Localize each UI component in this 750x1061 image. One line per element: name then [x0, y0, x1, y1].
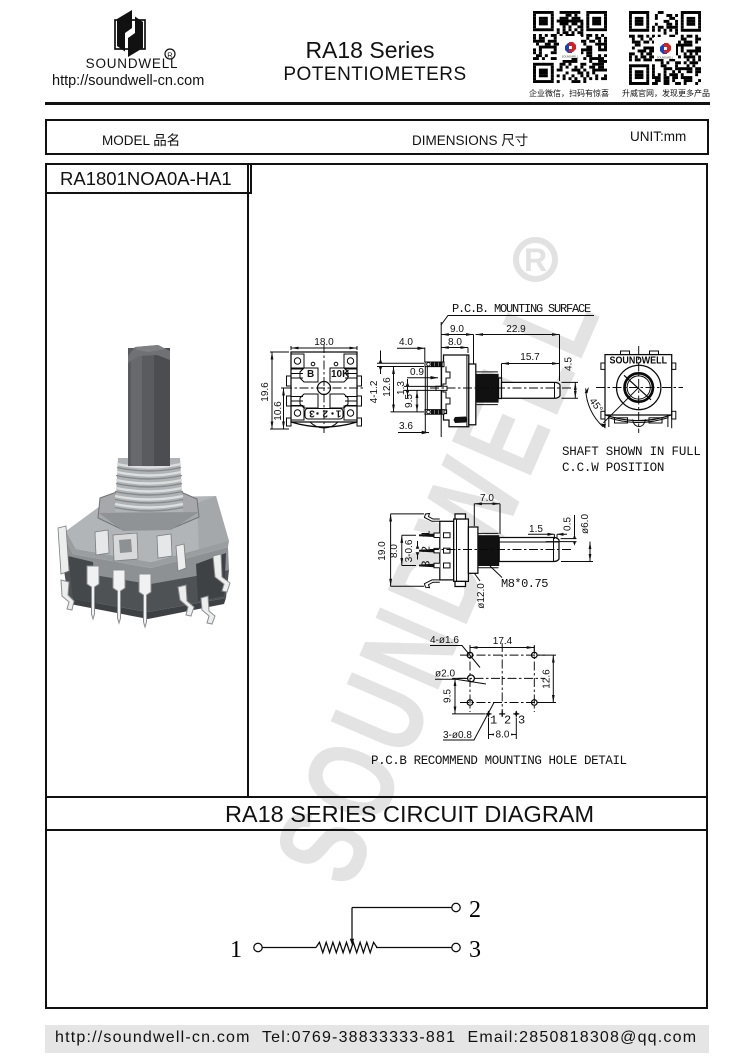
svg-text:3: 3: [518, 714, 525, 728]
svg-text:7.0: 7.0: [480, 493, 494, 504]
svg-text:9.0: 9.0: [450, 324, 464, 335]
svg-text:3-0.6: 3-0.6: [404, 539, 415, 562]
svg-text:3.6: 3.6: [399, 421, 413, 432]
svg-text:12.6: 12.6: [542, 669, 553, 689]
svg-text:4.5: 4.5: [564, 357, 575, 371]
svg-text:0.9: 0.9: [410, 367, 424, 378]
svg-text:12.6: 12.6: [382, 377, 393, 397]
svg-text:1: 1: [230, 937, 242, 963]
svg-text:ø6.0: ø6.0: [580, 514, 591, 534]
svg-text:4-ø1.6: 4-ø1.6: [430, 635, 459, 646]
svg-text:P.C.B RECOMMEND MOUNTING HOLE: P.C.B RECOMMEND MOUNTING HOLE DETAIL: [371, 754, 627, 768]
svg-text:P.C.B. MOUNTING SURFACE: P.C.B. MOUNTING SURFACE: [452, 302, 591, 316]
svg-text:C.C.W POSITION: C.C.W POSITION: [562, 461, 664, 475]
svg-text:3: 3: [469, 937, 481, 963]
svg-text:3: 3: [420, 560, 434, 567]
svg-text:1: 1: [420, 530, 434, 537]
svg-text:9.5: 9.5: [404, 394, 415, 408]
svg-text:10.6: 10.6: [273, 401, 284, 421]
svg-text:R: R: [524, 242, 547, 278]
svg-text:SOUNDWELL: SOUNDWELL: [562, 55, 579, 59]
svg-text:SOUNDWELL: SOUNDWELL: [657, 56, 674, 60]
svg-text:ø2.0: ø2.0: [435, 669, 455, 680]
svg-text:4-1.2: 4-1.2: [369, 380, 380, 403]
svg-text:M8*0.75: M8*0.75: [501, 577, 548, 591]
svg-text:19.6: 19.6: [260, 382, 271, 402]
svg-text:18.0: 18.0: [314, 337, 334, 348]
svg-text:1.3: 1.3: [396, 381, 407, 395]
svg-text:8.0: 8.0: [389, 544, 400, 558]
svg-text:0.5: 0.5: [563, 517, 574, 531]
svg-text:B: B: [307, 369, 314, 380]
svg-text:1.5: 1.5: [529, 524, 543, 535]
svg-text:10K: 10K: [331, 369, 350, 380]
svg-text:SOUNDWELL: SOUNDWELL: [86, 56, 179, 71]
svg-text:4.0: 4.0: [399, 337, 413, 348]
svg-text:15.7: 15.7: [520, 352, 540, 363]
svg-text:9.5: 9.5: [443, 689, 454, 703]
svg-text:45°: 45°: [587, 396, 605, 415]
svg-text:22.9: 22.9: [506, 324, 526, 335]
svg-text:2: 2: [504, 714, 511, 728]
svg-text:17.4: 17.4: [493, 636, 513, 647]
svg-text:3-ø0.8: 3-ø0.8: [443, 730, 472, 741]
svg-text:8.0: 8.0: [448, 337, 462, 348]
svg-text:2: 2: [469, 897, 481, 923]
svg-text:8.0: 8.0: [496, 730, 510, 741]
svg-text:1: 1: [490, 714, 497, 728]
svg-text:ø12.0: ø12.0: [476, 583, 487, 609]
svg-text:SHAFT SHOWN IN FULL: SHAFT SHOWN IN FULL: [562, 445, 701, 459]
svg-text:SOUNDWELL: SOUNDWELL: [610, 356, 668, 367]
svg-text:1 2 3: 1 2 3: [307, 408, 342, 419]
svg-text:2: 2: [420, 546, 434, 553]
svg-text:R: R: [167, 51, 173, 60]
svg-text:19.0: 19.0: [377, 541, 388, 561]
